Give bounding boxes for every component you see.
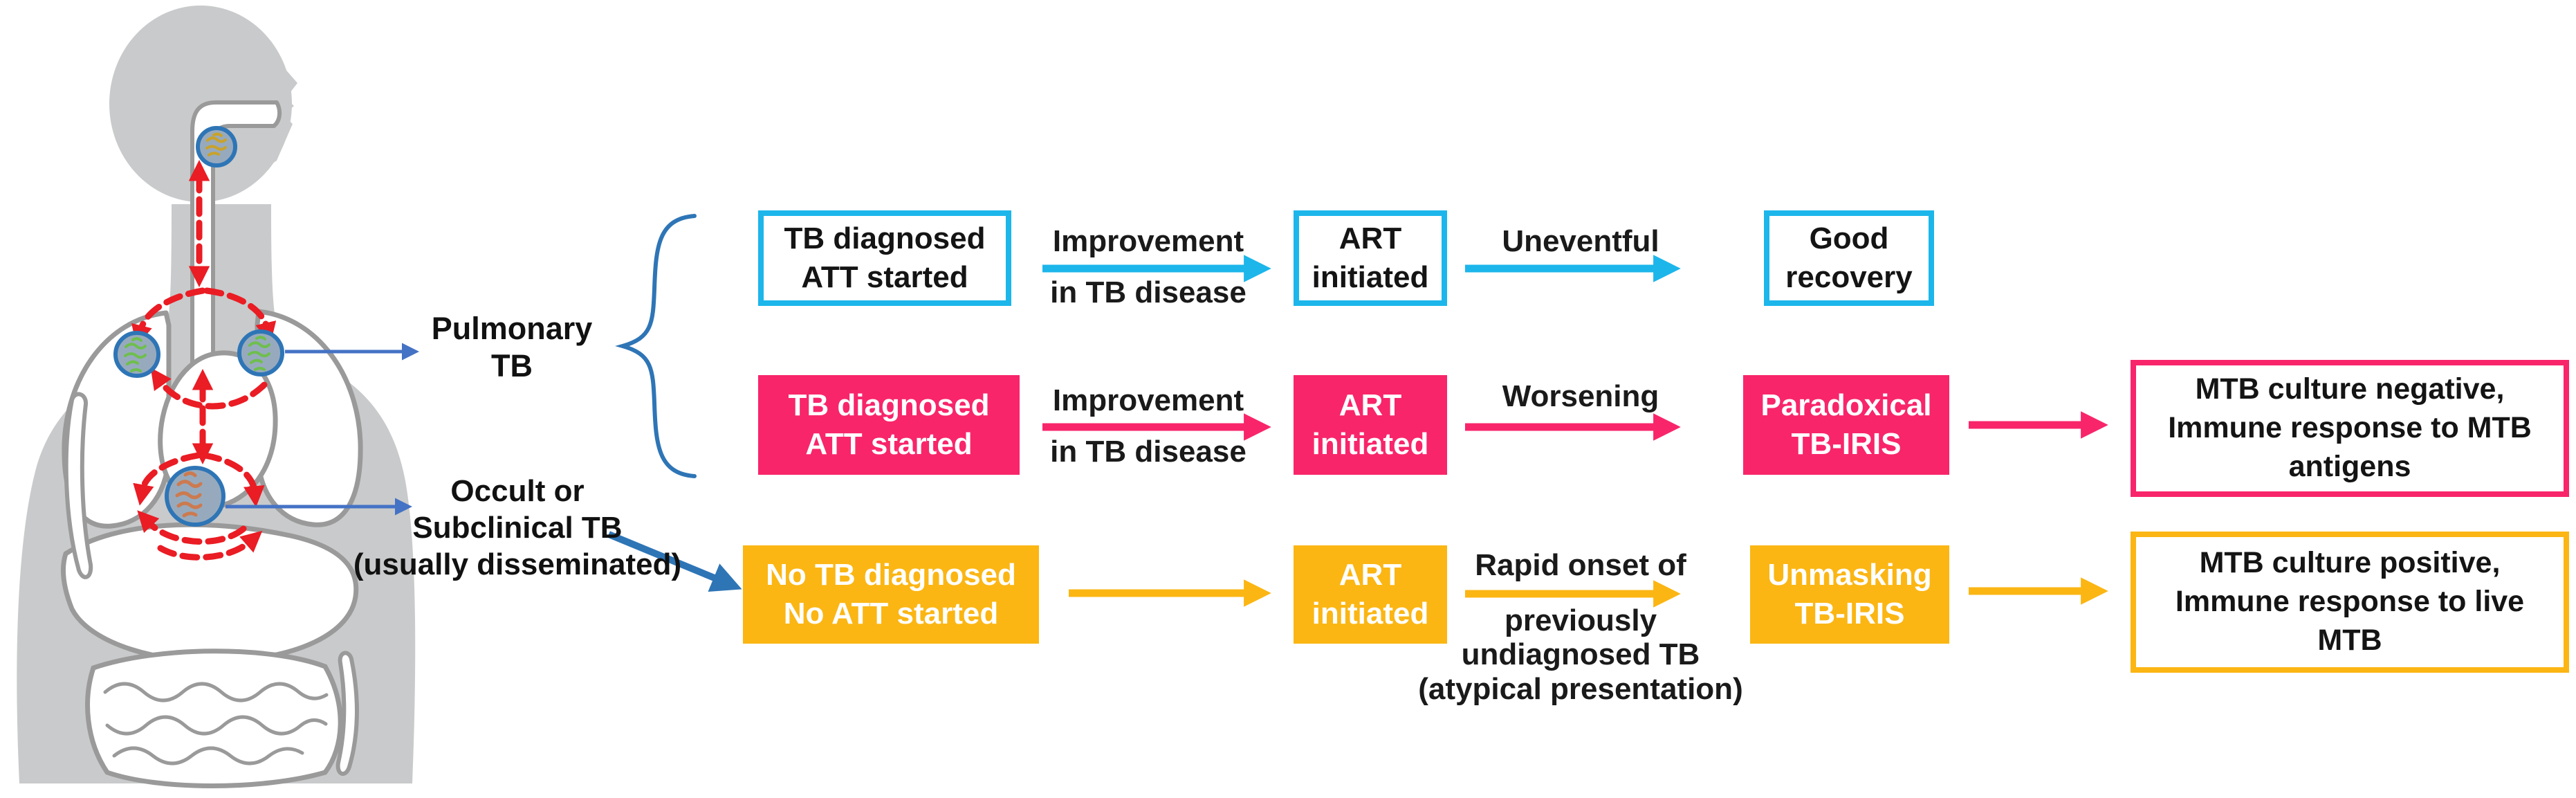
dissemination-arrows — [131, 160, 277, 561]
row1-label-in-tb-disease: in TB disease — [1050, 275, 1246, 309]
row3-label-rapid-onset: Rapid onset of — [1475, 548, 1686, 582]
row3-box-no-tb-diagnosed: No TB diagnosed No ATT started — [743, 545, 1039, 644]
left-lung-tb-focus-icon — [113, 331, 160, 378]
row1-label-uneventful: Uneventful — [1502, 224, 1659, 258]
label-occult-subclinical-tb: Occult or Subclinical TB (usually dissem… — [353, 474, 682, 581]
occult-diagonal-arrow — [607, 531, 742, 592]
row3-box-mtb-culture-positive: MTB culture positive, Immune response to… — [2131, 532, 2569, 673]
row2-label-worsening: Worsening — [1502, 379, 1659, 413]
human-body-illustration — [17, 6, 419, 788]
row2-box-art-initiated: ART initiated — [1294, 375, 1447, 475]
row3-box-art-initiated: ART initiated — [1294, 545, 1447, 644]
row1-box-art-initiated: ART initiated — [1294, 210, 1447, 306]
row2-box-paradoxical-tb-iris: Paradoxical TB-IRIS — [1743, 375, 1949, 475]
right-lung-tb-focus-icon — [237, 329, 284, 377]
row1-box-good-recovery: Good recovery — [1764, 210, 1934, 306]
liver-diaphragm — [61, 522, 359, 664]
flow-arrows — [1042, 255, 2108, 608]
row2-box-mtb-culture-negative: MTB culture negative, Immune response to… — [2131, 360, 2569, 497]
abdominal-tb-focus-icon — [165, 466, 226, 527]
pulmonary-brace — [615, 214, 697, 478]
row1-label-improvement: Improvement — [1052, 224, 1244, 258]
right-rib — [335, 651, 359, 776]
tb-foci — [113, 126, 284, 527]
throat-tb-focus-icon — [196, 126, 237, 167]
row3-box-unmasking-tb-iris: Unmasking TB-IRIS — [1750, 545, 1949, 644]
head — [109, 6, 292, 202]
row1-box-tb-diagnosed: TB diagnosed ATT started — [758, 210, 1011, 306]
left-rib — [64, 392, 93, 579]
label-pulmonary-tb: Pulmonary TB — [431, 311, 593, 383]
right-lung — [255, 309, 363, 527]
intestines — [85, 649, 343, 788]
row2-box-tb-diagnosed: TB diagnosed ATT started — [758, 375, 1020, 475]
row2-label-improvement: Improvement — [1052, 383, 1244, 417]
rib-slivers — [64, 392, 359, 776]
row2-label-in-tb-disease: in TB disease — [1050, 435, 1246, 469]
row3-label-undiagnosed-tb: previously undiagnosed TB (atypical pres… — [1418, 604, 1743, 706]
